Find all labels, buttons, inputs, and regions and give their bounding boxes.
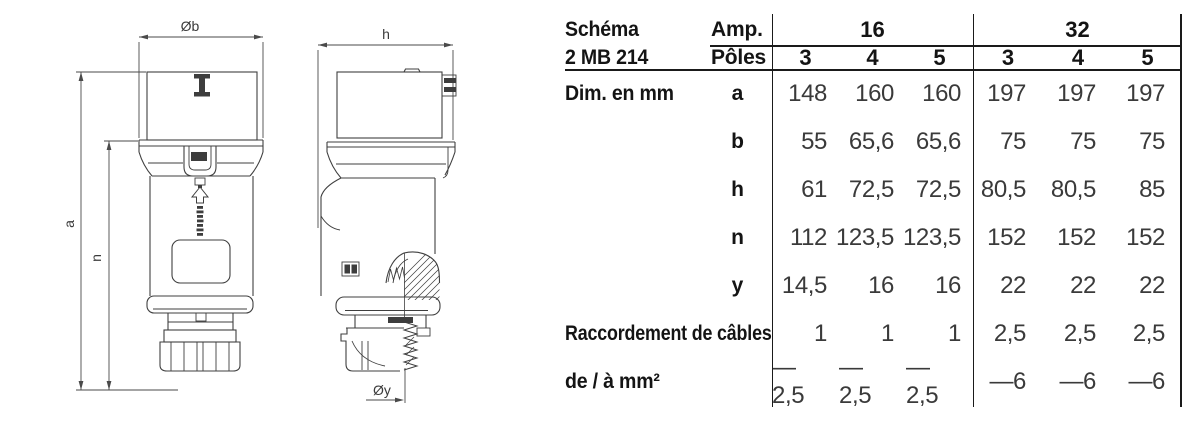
poles-16-4: 4 xyxy=(866,44,879,70)
dimension-lines xyxy=(76,36,454,403)
value-b-32-4: 75 xyxy=(1070,128,1096,155)
value-y-16-4: 16 xyxy=(868,272,894,299)
value-mm2-32-3: —6 xyxy=(989,368,1026,395)
table-vertical-rule-2 xyxy=(972,14,975,407)
value-h-16-3: 61 xyxy=(801,176,827,203)
dim-key-a: a xyxy=(731,82,744,105)
row-label-raccordement: Raccordement de câbles xyxy=(565,322,772,345)
value-b-16-4: 65,6 xyxy=(848,128,895,155)
value-y-16-3: 14,5 xyxy=(781,272,828,299)
front-view-fills xyxy=(191,74,210,188)
poles-32-3: 3 xyxy=(1001,44,1015,70)
value-n-16-5: 123,5 xyxy=(902,224,961,251)
value-racc-32-3: 2,5 xyxy=(993,320,1027,347)
value-n-32-5: 152 xyxy=(1126,224,1165,251)
side-view-fills xyxy=(344,78,456,323)
value-a-16-4: 160 xyxy=(855,80,894,107)
poles-16-5: 5 xyxy=(933,44,946,70)
dimension-arrows xyxy=(78,34,453,403)
value-h-16-5: 72,5 xyxy=(915,176,962,203)
poles-32-4: 4 xyxy=(1071,44,1085,70)
table-horizontal-rule-amp xyxy=(710,44,1182,47)
poles-32-5: 5 xyxy=(1141,44,1154,70)
dim-label-dia-y: Øy xyxy=(373,382,391,398)
value-h-32-3: 80,5 xyxy=(980,176,1027,203)
poles-label: Pôles xyxy=(711,45,767,69)
value-mm2-16-3: —2,5 xyxy=(772,354,805,409)
value-n-32-4: 152 xyxy=(1057,224,1096,251)
value-a-32-3: 197 xyxy=(987,80,1026,107)
technical-drawing: Øb h a n Øy xyxy=(61,18,457,403)
embossed-text-marking xyxy=(196,206,204,236)
value-n-16-4: 123,5 xyxy=(835,224,894,251)
table-vertical-rule-1 xyxy=(771,14,774,407)
value-a-32-5: 197 xyxy=(1126,80,1165,107)
dim-label-n: n xyxy=(88,254,104,262)
value-y-32-5: 22 xyxy=(1139,272,1165,299)
value-racc-16-3: 1 xyxy=(814,320,827,347)
dim-label-dia-b: Øb xyxy=(181,18,200,34)
schema-label: Schéma xyxy=(565,17,639,41)
value-racc-32-5: 2,5 xyxy=(1132,320,1166,347)
value-n-32-3: 152 xyxy=(987,224,1026,251)
dim-key-b: b xyxy=(731,130,744,153)
value-n-16-3: 112 xyxy=(789,224,827,251)
value-mm2-32-4: —6 xyxy=(1059,368,1096,395)
amp-group-32: 32 xyxy=(1065,16,1090,42)
row-label-dim-en-mm: Dim. en mm xyxy=(565,82,674,105)
spec-table: Schéma Amp. 16 32 2 MB 214 Pôles 3 4 5 3… xyxy=(565,14,1182,409)
dim-label-a: a xyxy=(61,220,77,228)
dim-key-y: y xyxy=(731,274,744,297)
front-view xyxy=(138,71,264,372)
value-mm2-16-5: —2,5 xyxy=(906,354,939,409)
dim-label-h: h xyxy=(382,26,390,42)
dim-key-h: h xyxy=(731,178,744,201)
value-mm2-16-4: —2,5 xyxy=(839,354,872,409)
value-racc-32-4: 2,5 xyxy=(1063,320,1097,347)
value-racc-16-4: 1 xyxy=(881,320,894,347)
value-mm2-32-5: —6 xyxy=(1128,368,1165,395)
dim-key-n: n xyxy=(731,226,744,249)
row-label-de-a-mm2: de / à mm² xyxy=(565,370,660,393)
schema-number: 2 MB 214 xyxy=(565,45,649,69)
value-a-16-5: 160 xyxy=(922,80,961,107)
amp-label: Amp. xyxy=(711,17,763,41)
value-y-32-4: 22 xyxy=(1070,272,1096,299)
amp-group-16: 16 xyxy=(860,16,885,42)
value-b-16-3: 55 xyxy=(801,128,827,155)
value-h-16-4: 72,5 xyxy=(848,176,895,203)
value-a-32-4: 197 xyxy=(1057,80,1096,107)
poles-16-3: 3 xyxy=(799,44,812,70)
value-b-32-3: 75 xyxy=(1000,128,1026,155)
value-y-32-3: 22 xyxy=(1000,272,1026,299)
value-h-32-4: 80,5 xyxy=(1050,176,1097,203)
value-a-16-3: 148 xyxy=(788,80,827,107)
value-b-16-5: 65,6 xyxy=(915,128,962,155)
value-b-32-5: 75 xyxy=(1139,128,1165,155)
value-h-32-5: 85 xyxy=(1139,176,1165,203)
value-y-16-5: 16 xyxy=(935,272,961,299)
table-vertical-rule-3 xyxy=(1180,14,1182,407)
table-horizontal-rule-header xyxy=(565,68,1182,72)
value-racc-16-5: 1 xyxy=(948,320,961,347)
side-view xyxy=(320,68,457,372)
